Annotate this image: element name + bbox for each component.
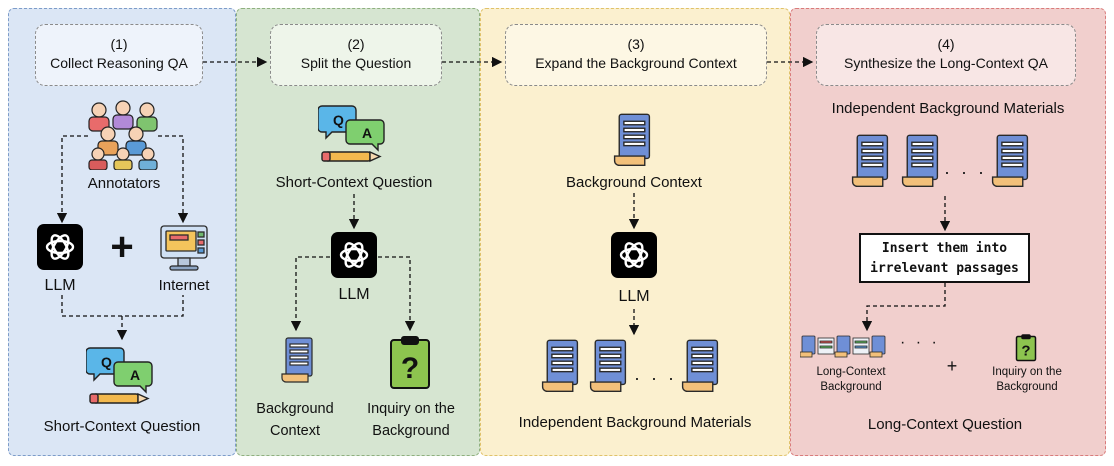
llm-label: LLM [618, 288, 650, 305]
svg-text:A: A [362, 125, 372, 141]
llm-logo-icon [37, 224, 83, 270]
svg-text:A: A [130, 367, 140, 383]
independent-background-materials-label: Independent Background Materials [831, 100, 1065, 117]
document-icon [541, 339, 579, 393]
long-context-passages-icon [800, 335, 886, 358]
document-icon [281, 337, 313, 383]
inquiry-line1: Inquiry on the [992, 366, 1062, 378]
short-context-question-label: Short-Context Question [43, 418, 201, 435]
llm-label: LLM [338, 286, 370, 303]
step-3-box: (3) Expand the Background Context [505, 24, 767, 86]
llm-logo-icon [611, 232, 657, 278]
step-1-number: (1) [110, 36, 128, 52]
background-context-line2: Context [270, 423, 320, 439]
inquiry-label: Inquiry on the Background [980, 365, 1074, 395]
insert-line2: irrelevant passages [870, 261, 1019, 276]
annotators-label: Annotators [87, 175, 161, 192]
step-4-box: (4) Synthesize the Long-Context QA [816, 24, 1076, 86]
long-context-question-label: Long-Context Question [867, 416, 1023, 433]
document-icon [681, 339, 719, 393]
qa-pencil-icon: Q A [86, 347, 153, 405]
background-context-label: Background Context [566, 174, 702, 191]
ellipsis: · · · · [944, 162, 1004, 182]
step-3-number: (3) [627, 36, 645, 52]
plus-sign: + [946, 356, 958, 376]
step-1-box: (1) Collect Reasoning QA [35, 24, 203, 86]
background-context-line1: Background [256, 401, 334, 417]
document-icon [901, 134, 939, 188]
inquiry-line1: Inquiry on the [367, 401, 455, 417]
step-3-title: Expand the Background Context [535, 55, 737, 71]
long-context-background-line1: Long-Context [816, 366, 886, 378]
svg-text:?: ? [1021, 343, 1030, 360]
inquiry-clipboard-icon: ? [390, 336, 430, 389]
independent-background-materials-label: Independent Background Materials [518, 414, 752, 431]
step-1-title: Collect Reasoning QA [50, 55, 188, 71]
plus-sign: + [110, 225, 134, 269]
document-icon [613, 113, 651, 167]
svg-text:Q: Q [101, 354, 112, 370]
internet-label: Internet [158, 277, 210, 294]
insert-line1: Insert them into [881, 241, 1008, 256]
inquiry-line2: Background [372, 423, 450, 439]
short-context-question-label: Short-Context Question [275, 174, 433, 191]
document-icon [851, 134, 889, 188]
background-context-label: Background Context [250, 398, 340, 442]
step-2-number: (2) [347, 36, 365, 52]
step-2-title: Split the Question [300, 55, 412, 71]
llm-logo-icon [331, 232, 377, 278]
ellipsis: · · · · [634, 368, 694, 388]
insert-passages-box: Insert them into irrelevant passages [859, 233, 1030, 283]
llm-label: LLM [44, 277, 76, 294]
qa-pencil-icon: Q A [318, 105, 385, 163]
step-2-box: (2) Split the Question [270, 24, 442, 86]
internet-computer-icon [160, 225, 208, 271]
svg-text:?: ? [401, 352, 419, 385]
long-context-background-line2: Background [820, 381, 882, 393]
step-4-number: (4) [937, 36, 955, 52]
inquiry-line2: Background [996, 381, 1058, 393]
document-icon [589, 339, 627, 393]
inquiry-clipboard-icon: ? [1015, 334, 1037, 362]
svg-text:Q: Q [333, 112, 344, 128]
step-4-title: Synthesize the Long-Context QA [844, 55, 1048, 71]
long-context-background-label: Long-Context Background [808, 365, 894, 395]
annotators-icon [88, 100, 158, 170]
small-ellipsis: · · · [900, 334, 940, 351]
inquiry-label: Inquiry on the Background [352, 398, 470, 442]
document-icon [991, 134, 1029, 188]
